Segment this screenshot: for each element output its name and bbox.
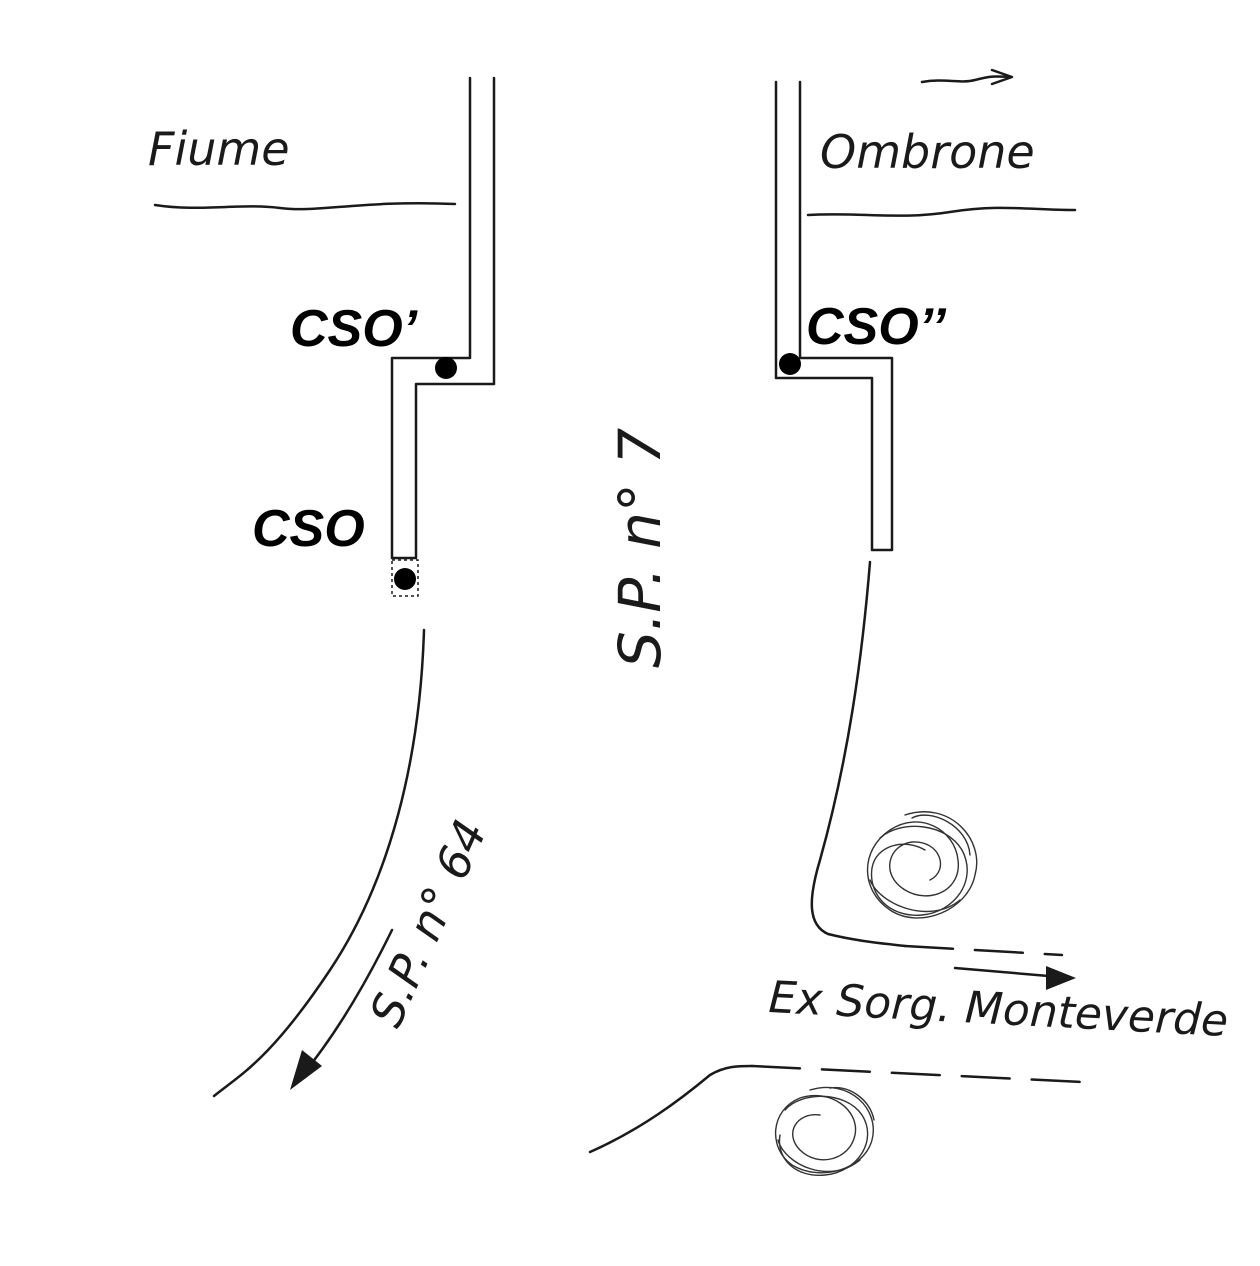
river-waterline-left [153,201,457,211]
cso-chamber-box [391,559,419,597]
road-label-sp64: S.P. n° 64 [359,812,498,1035]
vegetation-bush-lower-icon [775,1086,875,1176]
flow-arrow-icon [920,68,1014,86]
cso-prime-point-icon [435,357,457,379]
road-edge-left [212,628,426,1098]
cso-double-prime-point-icon [779,353,801,375]
cso-label: CSO [252,500,365,558]
vegetation-bush-upper-icon [866,811,978,919]
right-structure-outline [774,80,894,552]
river-waterline-right [806,206,1077,217]
side-road-arrow-icon [953,966,1076,990]
side-road-upper-dashed [903,944,1064,957]
road-label-sp7: S.P. n° 7 [606,428,674,668]
cso-point-icon [394,568,416,590]
river-label-fiume: Fiume [148,122,290,176]
road-direction-arrow-icon [290,928,394,1090]
river-label-ombrone: Ombrone [820,125,1035,179]
road-edge-right [810,560,907,948]
cso-prime-label: CSO’ [290,300,419,358]
road-edge-lower [588,1064,754,1154]
left-structure-outline [390,76,496,560]
side-road-lower-dashed [750,1064,1084,1084]
cso-double-prime-label: CSO’’ [806,298,947,356]
ex-sorg-monteverde-label: Ex Sorg. Monteverde [767,972,1229,1047]
